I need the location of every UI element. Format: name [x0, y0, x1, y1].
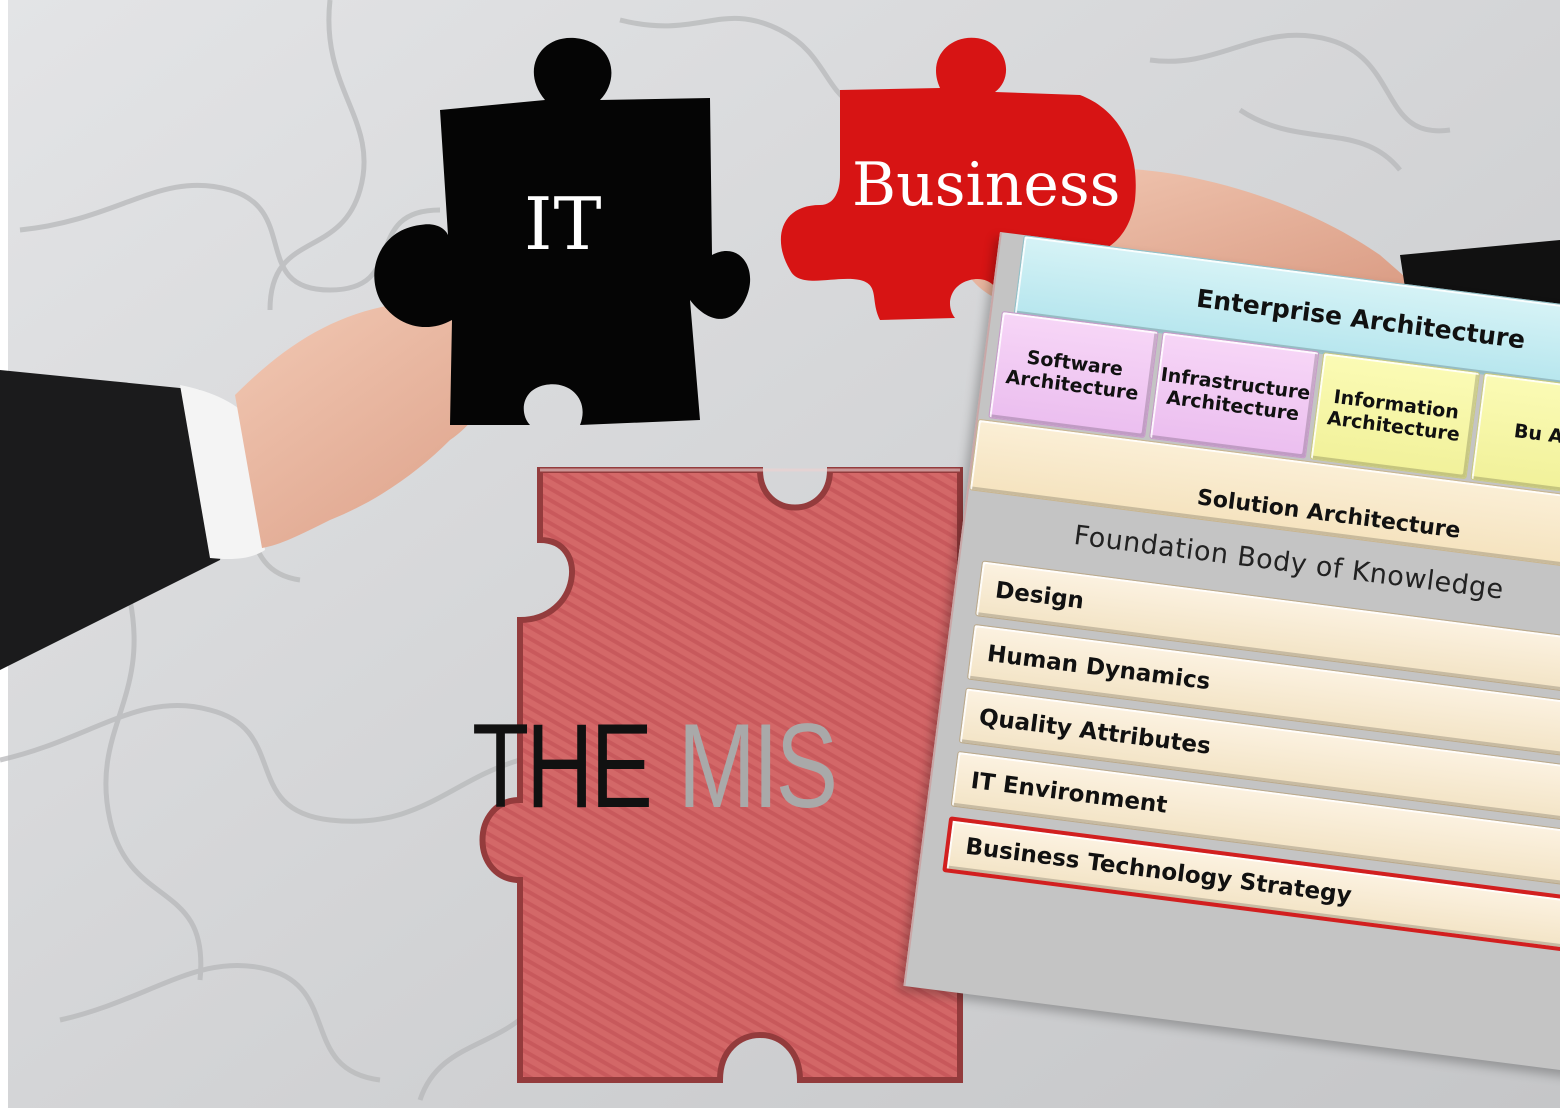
- left-sleeve: [0, 370, 224, 670]
- software-architecture-box: Software Architecture: [988, 310, 1159, 439]
- business-architecture-box: Bu Arch: [1470, 372, 1560, 500]
- missing-slot: [479, 467, 1001, 1083]
- information-architecture-box: Information Architecture: [1309, 352, 1481, 480]
- it-label: IT: [524, 182, 603, 266]
- missing-the-word: THE: [472, 706, 653, 826]
- infrastructure-architecture-box: Infrastructure Architecture: [1148, 331, 1320, 459]
- business-label: Business: [852, 150, 1121, 220]
- architecture-diagram: Enterprise Architecture Software Archite…: [903, 232, 1560, 1078]
- missing-piece-headline: THEMISSIN: [472, 706, 839, 826]
- it-piece: [374, 37, 751, 425]
- missing-rest-word: MISSIN: [677, 706, 839, 826]
